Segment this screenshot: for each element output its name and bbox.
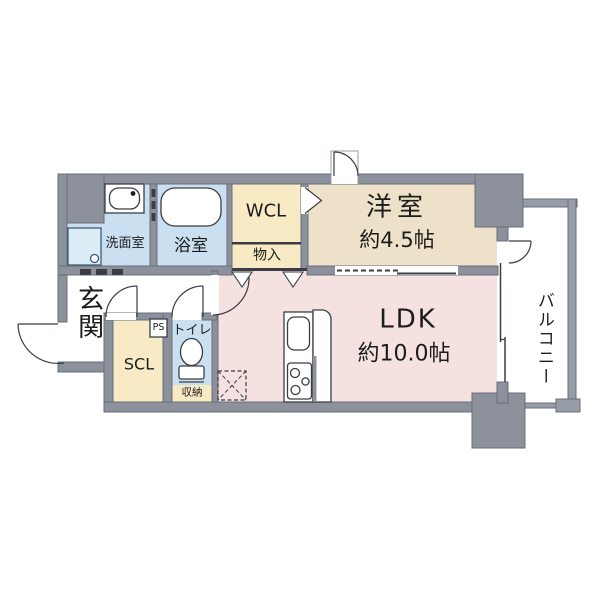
room-wcl xyxy=(232,184,301,242)
stove-burner xyxy=(289,367,301,379)
wall-left xyxy=(57,173,68,323)
room-storage xyxy=(172,385,212,402)
vanity-sink-bowl xyxy=(108,187,141,210)
wall-toilet-ldk xyxy=(211,317,219,403)
bathroom-door-dash xyxy=(151,201,156,209)
entrance-door-arc xyxy=(17,323,65,365)
bathroom-door-dash xyxy=(151,213,156,221)
opening-wcl-door xyxy=(301,187,308,214)
wall-bathroom-wcl xyxy=(226,183,233,267)
wall-bottom xyxy=(103,401,473,413)
western-top-door-arc xyxy=(333,151,359,177)
opening-scl-door xyxy=(106,313,136,320)
fridge-space xyxy=(217,370,247,401)
label-scl: SCL xyxy=(123,354,155,374)
wall-topright-block xyxy=(474,173,524,228)
label-storage: 収納 xyxy=(181,386,203,399)
closet-door-vmark xyxy=(230,271,254,288)
room-closet xyxy=(232,244,301,269)
washroom-door-dash xyxy=(112,269,123,275)
label-ldk: LDK xyxy=(379,304,437,335)
fridge-space-cross xyxy=(217,370,247,401)
bathroom-door-dash xyxy=(151,189,156,197)
vanity-faucet-dot xyxy=(130,191,136,196)
scl-door-arc xyxy=(105,285,138,318)
balcony-door-arc xyxy=(508,240,532,264)
label-pipe-space: PS xyxy=(152,322,165,334)
label-western-room: 洋室 xyxy=(365,192,429,223)
balcony-rail-end-block xyxy=(555,398,581,413)
kitchen-partition-wall xyxy=(313,356,317,402)
divider-wcl-closet xyxy=(232,242,301,245)
wcl-door-chevron xyxy=(304,187,323,214)
label-western-room-size: 約4.5帖 xyxy=(359,227,435,252)
label-toilet: トイレ xyxy=(172,323,212,339)
toilet-bowl xyxy=(179,337,204,367)
stove-burner xyxy=(290,384,301,396)
balcony-rail-top xyxy=(522,198,578,208)
label-closet: 物入 xyxy=(253,247,281,264)
room-western xyxy=(307,184,497,266)
washroom-door-dash xyxy=(96,269,107,275)
pipe-space-box xyxy=(149,318,168,338)
divider-closet-bottom xyxy=(232,268,307,271)
label-balcony: バルコニー xyxy=(533,291,554,387)
wall-toilet-left xyxy=(162,312,173,403)
room-ldk xyxy=(217,271,497,402)
balcony-rail-bottom xyxy=(524,402,561,409)
wall-scl-left xyxy=(103,312,114,413)
kitchen-partition-panel xyxy=(312,309,332,403)
label-washroom: 洗面室 xyxy=(105,236,145,252)
wall-top xyxy=(57,173,524,185)
wall-balcony-stub-top xyxy=(496,226,509,242)
wall-toilet-top-right xyxy=(201,312,218,321)
western-top-door-recess xyxy=(330,150,359,184)
toilet-tank xyxy=(178,365,205,380)
label-entrance: 玄関 xyxy=(73,285,104,341)
bathtub xyxy=(160,187,222,227)
opening-ldk-door xyxy=(211,275,219,315)
washer-drain xyxy=(89,253,100,264)
ldk-door-arc xyxy=(212,276,250,316)
wall-balcony-stub-bottom xyxy=(496,381,509,404)
label-wcl: WCL xyxy=(245,200,287,222)
balcony-rail-right xyxy=(567,198,577,406)
closet-door-vmark xyxy=(281,271,305,288)
label-bathroom: 浴室 xyxy=(174,236,208,257)
kitchen-sink xyxy=(286,316,311,351)
stove-burner xyxy=(301,377,310,386)
label-ldk-size: 約10.0帖 xyxy=(357,341,451,367)
washroom-door-dash xyxy=(80,269,91,275)
toilet-door-arc xyxy=(171,285,204,318)
